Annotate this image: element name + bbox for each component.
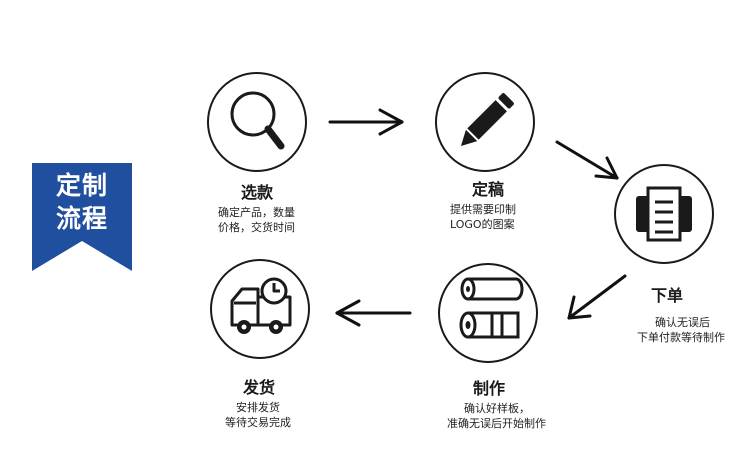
arrow-right-1 (328, 108, 404, 136)
banner-title-line2: 流程 (55, 204, 108, 233)
arrow-left-1 (335, 299, 412, 327)
arrow-diag-down-right (555, 140, 619, 180)
step-circle-produce (438, 263, 538, 363)
step-desc-select-line2: 价格，交货时间 (218, 221, 295, 234)
rollers-icon (459, 277, 524, 339)
step-desc-select-line1: 确定产品，数量 (218, 206, 295, 219)
step-desc-produce-line1: 确认好样板， (464, 402, 530, 415)
step-desc-ship-line1: 安排发货 (236, 401, 280, 414)
pencil-icon (460, 93, 514, 147)
flow-banner: 定制 流程 (32, 163, 132, 271)
step-circle-select (207, 72, 307, 172)
step-title-ship: 发货 (242, 378, 275, 397)
step-circle-finalize (435, 72, 535, 172)
step-desc-ship-line2: 等待交易完成 (225, 416, 291, 429)
delivery-truck-icon (230, 277, 292, 334)
step-desc-order-line1: 确认无误后 (655, 316, 710, 329)
step-desc-order-line2: 下单付款等待制作 (637, 331, 725, 344)
step-title-produce: 制作 (472, 379, 505, 398)
banner-ribbon-shape (32, 163, 132, 271)
step-desc-finalize-line2: LOGO的图案 (450, 218, 515, 231)
step-title-order: 下单 (651, 286, 684, 305)
banner-title-line1: 定制 (55, 171, 108, 200)
magnifier-icon (230, 91, 285, 150)
step-circle-ship (210, 259, 310, 359)
step-desc-finalize-line1: 提供需要印制 (450, 203, 516, 216)
printer-icon (636, 186, 692, 242)
step-title-select: 选款 (240, 183, 273, 202)
step-title-finalize: 定稿 (471, 180, 504, 199)
step-desc-produce-line2: 准确无误后开始制作 (447, 417, 546, 430)
banner-title: 定制 流程 (32, 169, 132, 235)
arrow-diag-down-left (567, 274, 627, 320)
step-circle-order (614, 164, 714, 264)
